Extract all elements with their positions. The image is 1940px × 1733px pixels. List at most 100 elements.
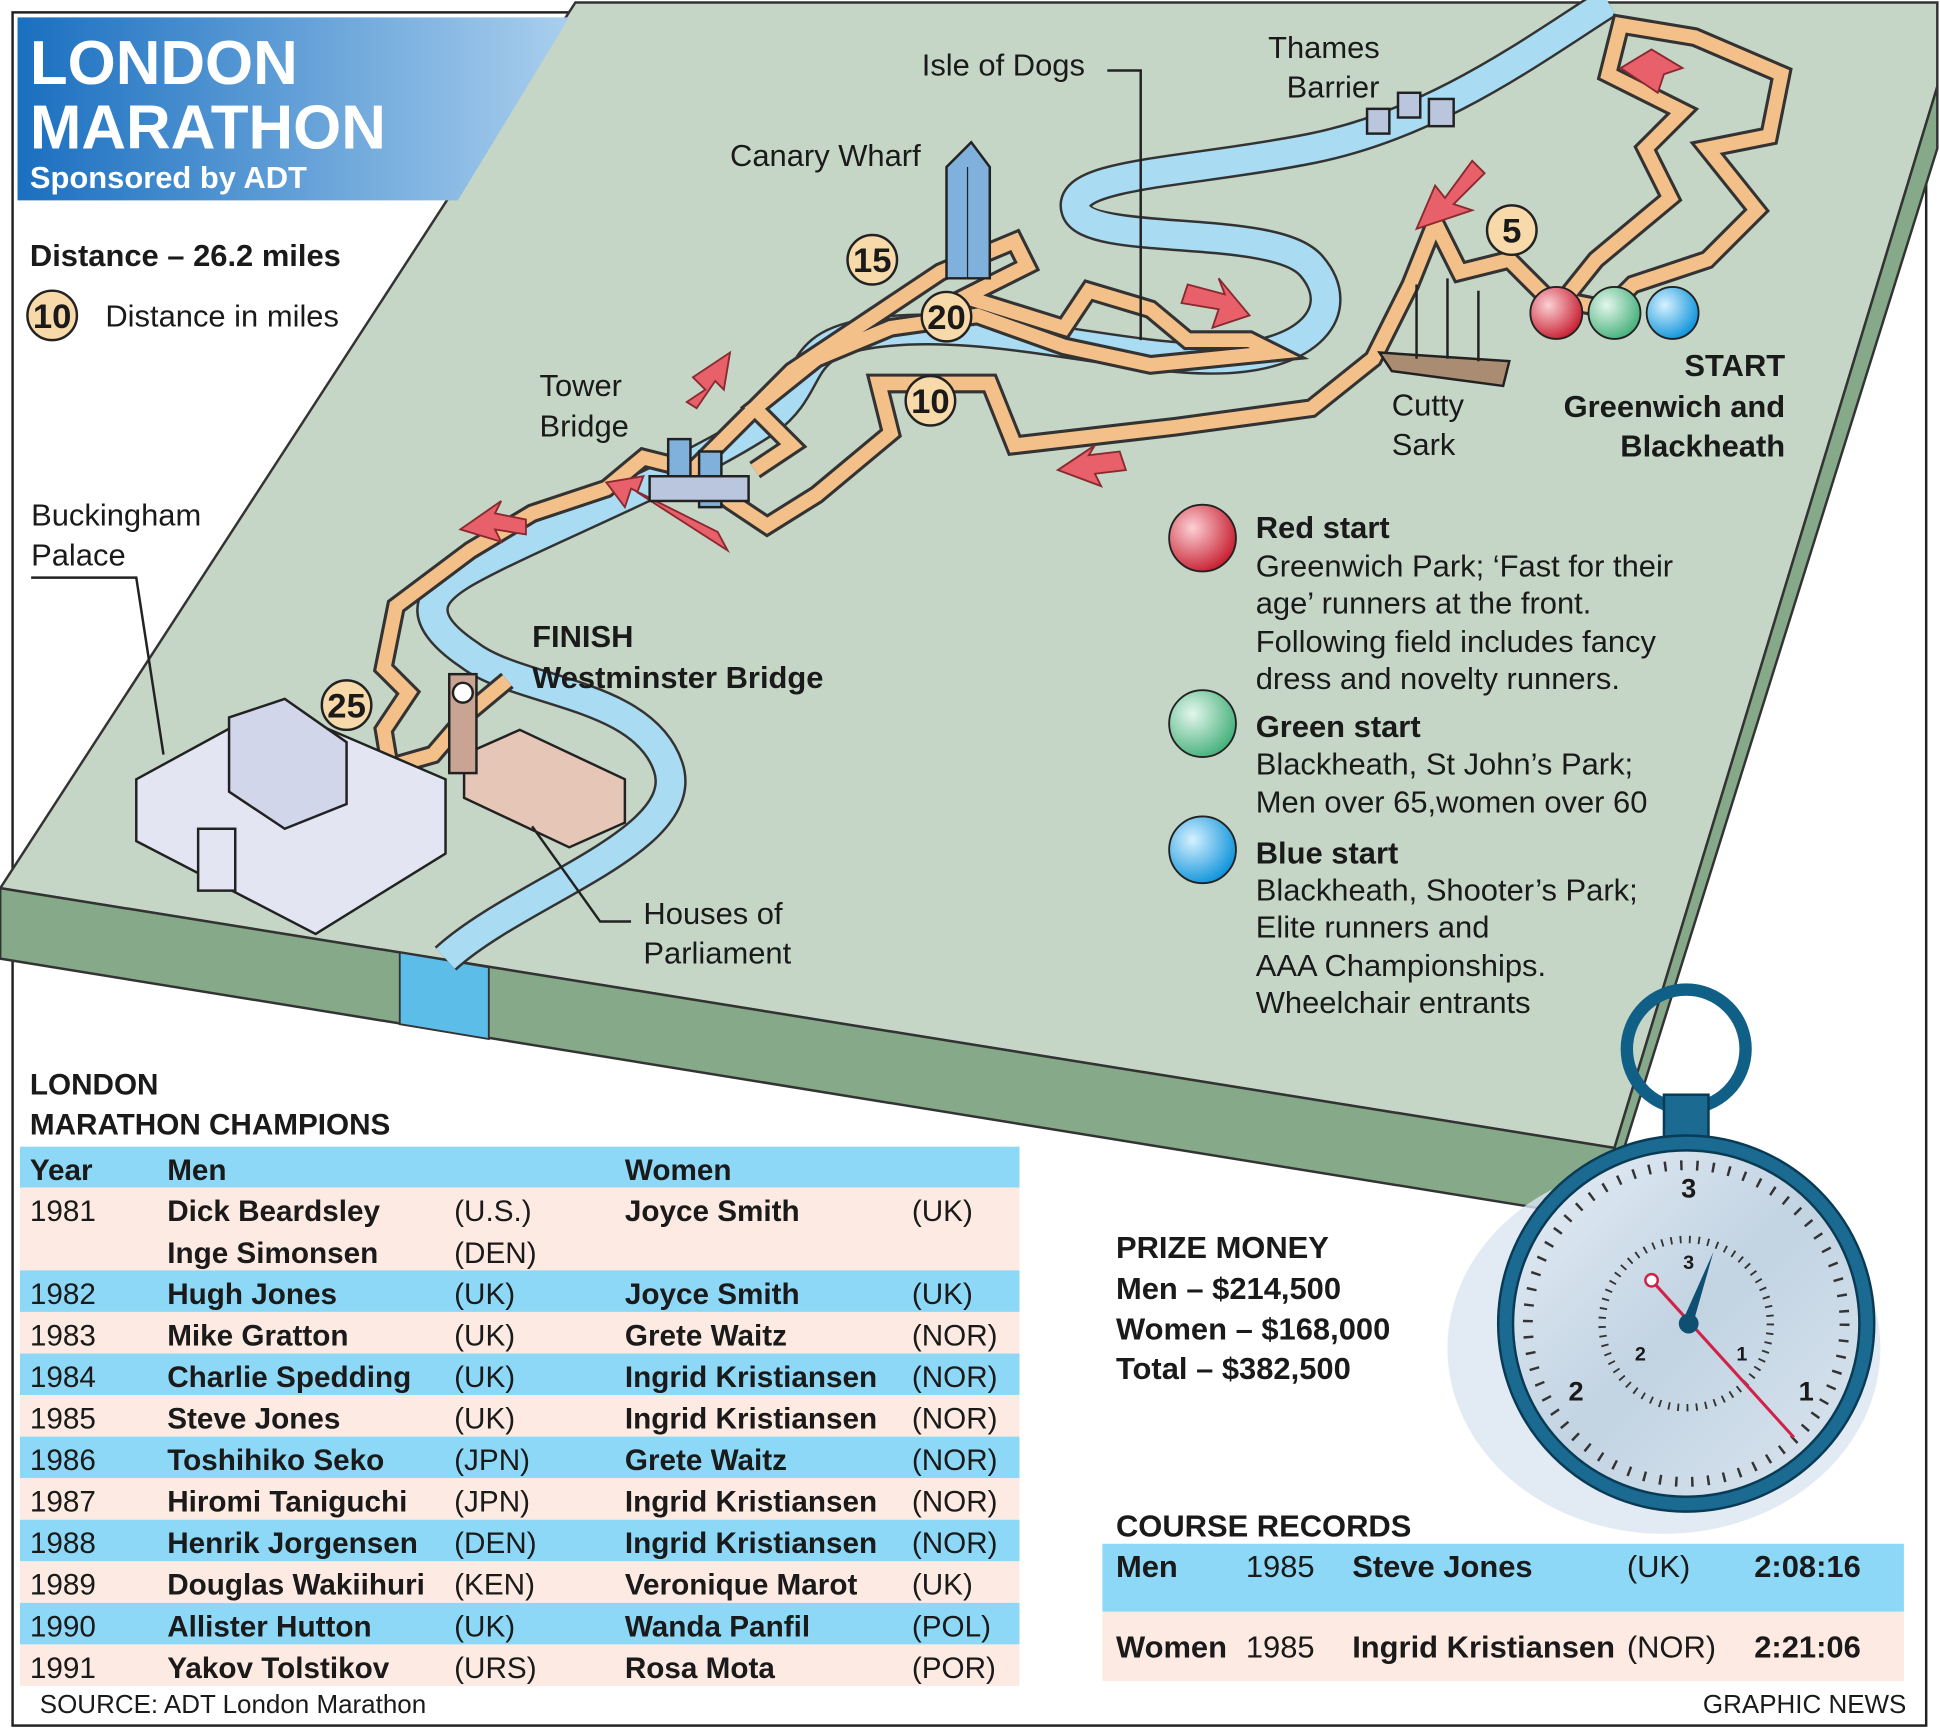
header-year: Year <box>30 1154 93 1187</box>
red-start-desc: Following field includes fancy <box>1256 624 1657 659</box>
key-marker <box>26 289 79 342</box>
cell-men: Dick Beardsley <box>167 1195 380 1228</box>
row-band <box>20 1436 1020 1479</box>
row-band <box>20 1146 1020 1188</box>
green-start-ball <box>1587 286 1642 340</box>
cell-women: Joyce Smith <box>625 1195 800 1228</box>
cell-women-country: (POL) <box>912 1610 991 1643</box>
mile-marker-20: 20 <box>920 290 973 343</box>
label-tower-bridge-2: Bridge <box>540 409 629 444</box>
stopwatch-inner-number: 3 <box>1683 1252 1694 1274</box>
river-cut <box>398 951 490 1041</box>
cell-women: Wanda Panfil <box>625 1610 810 1643</box>
blue-start-desc: AAA Championships. <box>1256 948 1546 983</box>
cell-women: Ingrid Kristiansen <box>625 1361 877 1394</box>
header-men: Men <box>167 1154 226 1187</box>
stopwatch-inner-number: 2 <box>1635 1344 1646 1366</box>
cell-women: Ingrid Kristiansen <box>625 1527 877 1560</box>
tower-bridge <box>648 437 750 509</box>
cell-year: 1990 <box>30 1610 96 1643</box>
prize-money: PRIZE MONEY Men – $214,500 Women – $168,… <box>1116 1230 1390 1386</box>
title-line-2: MARATHON <box>30 93 386 162</box>
stopwatch-icon: 3 2 1 3 2 1 <box>1447 983 1881 1534</box>
cell-year: 1988 <box>30 1527 96 1560</box>
label-houses-of-parliament-2: Parliament <box>643 936 791 971</box>
label-finish: FINISH <box>532 619 633 654</box>
course-records: COURSE RECORDS Men 1985 Steve Jones (UK)… <box>1102 1508 1904 1682</box>
cell-men-country: (U.S.) <box>454 1195 531 1228</box>
cell-women-country: (NOR) <box>912 1486 998 1519</box>
source: SOURCE: ADT London Marathon <box>40 1689 426 1719</box>
cell-women: Ingrid Kristiansen <box>625 1402 877 1435</box>
stopwatch-inner-number: 1 <box>1736 1344 1747 1366</box>
cell-men-country: (DEN) <box>454 1527 536 1560</box>
cell-women-country: (NOR) <box>912 1361 998 1394</box>
red-start-desc: dress and novelty runners. <box>1256 661 1620 696</box>
mile-marker-15: 15 <box>846 233 899 286</box>
blue-start-icon <box>1168 815 1237 885</box>
cell-men: Henrik Jorgensen <box>167 1527 418 1560</box>
label-houses-of-parliament: Houses of <box>643 896 783 931</box>
blue-start-ball <box>1645 286 1700 340</box>
row-band <box>20 1519 1020 1562</box>
red-start-name: Red start <box>1256 510 1390 545</box>
key-marker-number: 10 <box>33 298 72 336</box>
blue-start-desc: Blackheath, Shooter’s Park; <box>1256 873 1638 908</box>
cell-men-country: (UK) <box>454 1319 515 1352</box>
direction-arrows <box>458 48 1685 554</box>
cell-men-country: (KEN) <box>454 1569 535 1602</box>
row-band <box>20 1395 1020 1437</box>
cell-men-country: (JPN) <box>454 1486 530 1519</box>
cell-men-country: (UK) <box>454 1402 515 1435</box>
cell-men: Douglas Wakiihuri <box>167 1569 425 1602</box>
records-title: COURSE RECORDS <box>1116 1508 1411 1543</box>
prize-men: Men – $214,500 <box>1116 1271 1341 1306</box>
mile-marker-25: 25 <box>320 679 373 732</box>
label-tower-bridge: Tower <box>540 368 622 403</box>
label-buckingham-palace: Buckingham <box>31 498 201 533</box>
cell-women-country: (UK) <box>912 1569 973 1602</box>
title-line-1: LONDON <box>30 29 298 98</box>
row-band <box>20 1353 1020 1396</box>
cell-year: 1982 <box>30 1278 96 1311</box>
champions-title-2: MARATHON CHAMPIONS <box>30 1108 390 1141</box>
red-start-desc: Greenwich Park; ‘Fast for their <box>1256 548 1673 583</box>
label-thames-barrier-2: Barrier <box>1287 70 1380 105</box>
green-start-icon <box>1168 689 1237 758</box>
cell-men-country: (DEN) <box>454 1237 536 1270</box>
cell-women: Rosa Mota <box>625 1652 776 1685</box>
cell-women: Ingrid Kristiansen <box>625 1486 877 1519</box>
cell-women-country: (NOR) <box>912 1444 998 1477</box>
cell-men: Charlie Spedding <box>167 1361 411 1394</box>
record-year: 1985 <box>1246 1549 1315 1584</box>
svg-text:5: 5 <box>1502 212 1521 250</box>
stopwatch-number: 3 <box>1681 1172 1696 1203</box>
mile-marker-10: 10 <box>904 374 957 427</box>
cell-women-country: (NOR) <box>912 1402 998 1435</box>
cell-year: 1989 <box>30 1569 96 1602</box>
cell-men-country: (UK) <box>454 1278 515 1311</box>
header-women: Women <box>625 1154 732 1187</box>
record-category: Women <box>1116 1630 1227 1665</box>
record-row-men: Men 1985 Steve Jones (UK) 2:08:16 <box>1116 1549 1861 1584</box>
prize-total: Total – $382,500 <box>1116 1351 1351 1386</box>
cell-year: 1991 <box>30 1652 96 1685</box>
mile-markers: 5 10 15 20 25 <box>320 204 1538 732</box>
blue-start-name: Blue start <box>1256 835 1399 870</box>
arrow-icon <box>1414 159 1486 231</box>
row-band <box>20 1561 1020 1603</box>
row-band <box>20 1311 1020 1354</box>
arrow-icon <box>685 350 732 410</box>
row-band <box>20 1644 1020 1686</box>
cell-men-country: (UK) <box>454 1610 515 1643</box>
cell-year: 1984 <box>30 1361 96 1394</box>
cell-women-country: (POR) <box>912 1652 996 1685</box>
cell-men: Yakov Tolstikov <box>167 1652 390 1685</box>
svg-text:25: 25 <box>327 687 366 725</box>
distance-label: Distance – 26.2 miles <box>30 238 341 273</box>
label-start-2: Greenwich and <box>1564 389 1786 424</box>
record-country: (NOR) <box>1627 1630 1716 1665</box>
arrow-icon <box>1180 277 1252 330</box>
label-cutty-sark-2: Sark <box>1392 427 1456 462</box>
